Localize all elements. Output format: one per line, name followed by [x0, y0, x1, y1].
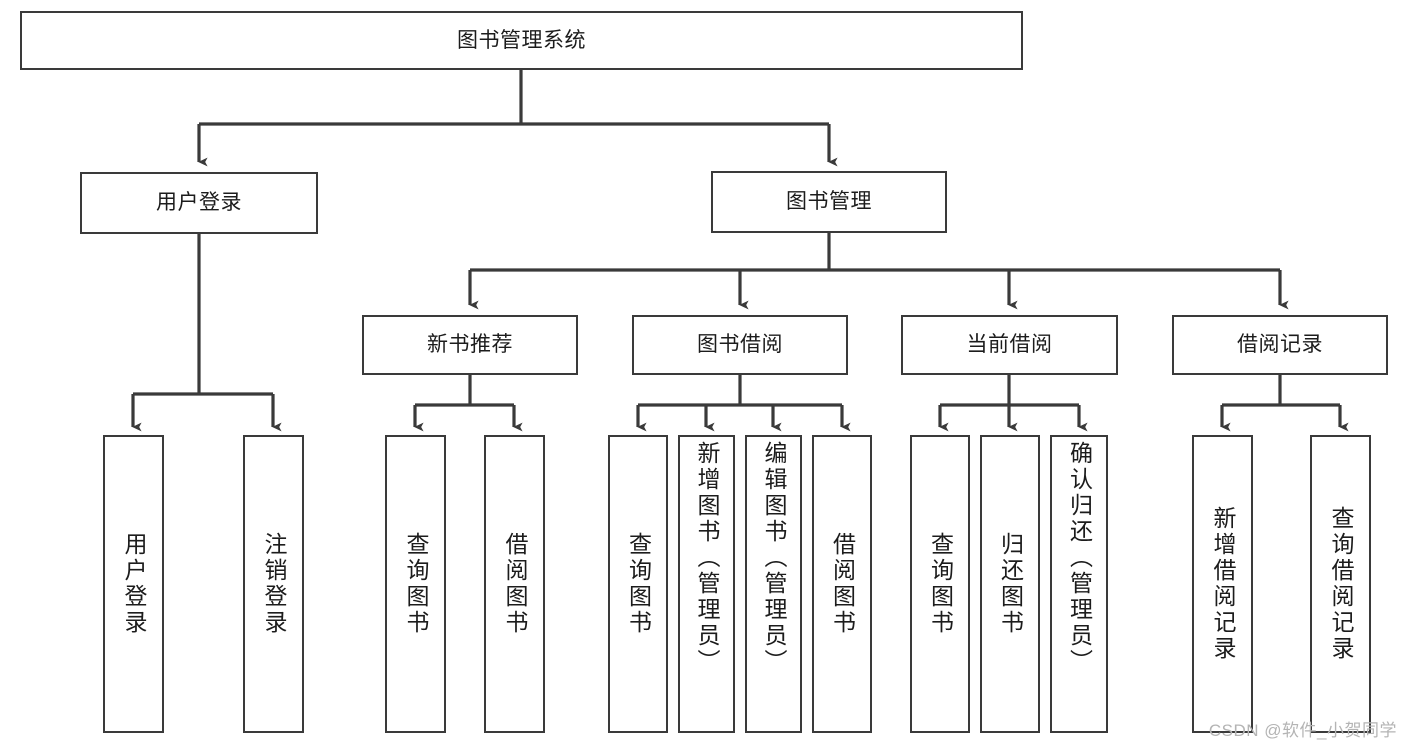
node-leaf-edit-book-admin[interactable]: 编辑图书（管理员）	[745, 435, 802, 733]
node-label: 新增图书（管理员）	[694, 441, 720, 675]
node-leaf-query-borrow-record[interactable]: 查询借阅记录	[1310, 435, 1371, 733]
node-label: 图书借阅	[697, 333, 783, 357]
node-label: 查询图书	[403, 532, 429, 636]
node-label: 归还图书	[997, 532, 1024, 636]
node-book-management-system[interactable]: 图书管理系统	[20, 11, 1023, 70]
node-label: 图书管理	[786, 190, 872, 214]
node-label: 借阅记录	[1237, 333, 1323, 357]
node-leaf-confirm-return-admin[interactable]: 确认归还（管理员）	[1050, 435, 1108, 733]
node-label: 用户登录	[156, 191, 242, 215]
node-new-book-recommend[interactable]: 新书推荐	[362, 315, 578, 375]
node-label: 查询图书	[625, 532, 652, 636]
node-label: 注销登录	[261, 532, 287, 636]
node-leaf-logout-login[interactable]: 注销登录	[243, 435, 304, 733]
node-label: 查询借阅记录	[1328, 506, 1354, 662]
node-label: 编辑图书（管理员）	[761, 441, 787, 675]
node-leaf-query-book-borrow[interactable]: 查询图书	[608, 435, 668, 733]
node-book-borrow[interactable]: 图书借阅	[632, 315, 848, 375]
watermark: CSDN @软件_小贺同学	[1208, 721, 1397, 740]
node-leaf-borrow-book-recommend[interactable]: 借阅图书	[484, 435, 545, 733]
node-leaf-borrow-book[interactable]: 借阅图书	[812, 435, 872, 733]
node-book-manage[interactable]: 图书管理	[711, 171, 947, 233]
node-label: 新书推荐	[427, 333, 513, 357]
node-label: 图书管理系统	[457, 28, 586, 52]
node-label: 当前借阅	[966, 333, 1053, 357]
node-label: 新增借阅记录	[1210, 506, 1236, 662]
node-leaf-query-book-current[interactable]: 查询图书	[910, 435, 970, 733]
node-label: 确认归还（管理员）	[1066, 441, 1093, 675]
node-current-borrow[interactable]: 当前借阅	[901, 315, 1118, 375]
node-borrow-record[interactable]: 借阅记录	[1172, 315, 1388, 375]
node-leaf-query-book-recommend[interactable]: 查询图书	[385, 435, 446, 733]
node-leaf-add-borrow-record[interactable]: 新增借阅记录	[1192, 435, 1253, 733]
node-label: 查询图书	[927, 532, 954, 636]
node-user-login[interactable]: 用户登录	[80, 172, 318, 234]
node-leaf-user-login[interactable]: 用户登录	[103, 435, 164, 733]
node-label: 借阅图书	[829, 532, 856, 636]
node-label: 借阅图书	[502, 532, 528, 636]
node-label: 用户登录	[121, 532, 147, 636]
node-leaf-add-book-admin[interactable]: 新增图书（管理员）	[678, 435, 735, 733]
node-leaf-return-book[interactable]: 归还图书	[980, 435, 1040, 733]
